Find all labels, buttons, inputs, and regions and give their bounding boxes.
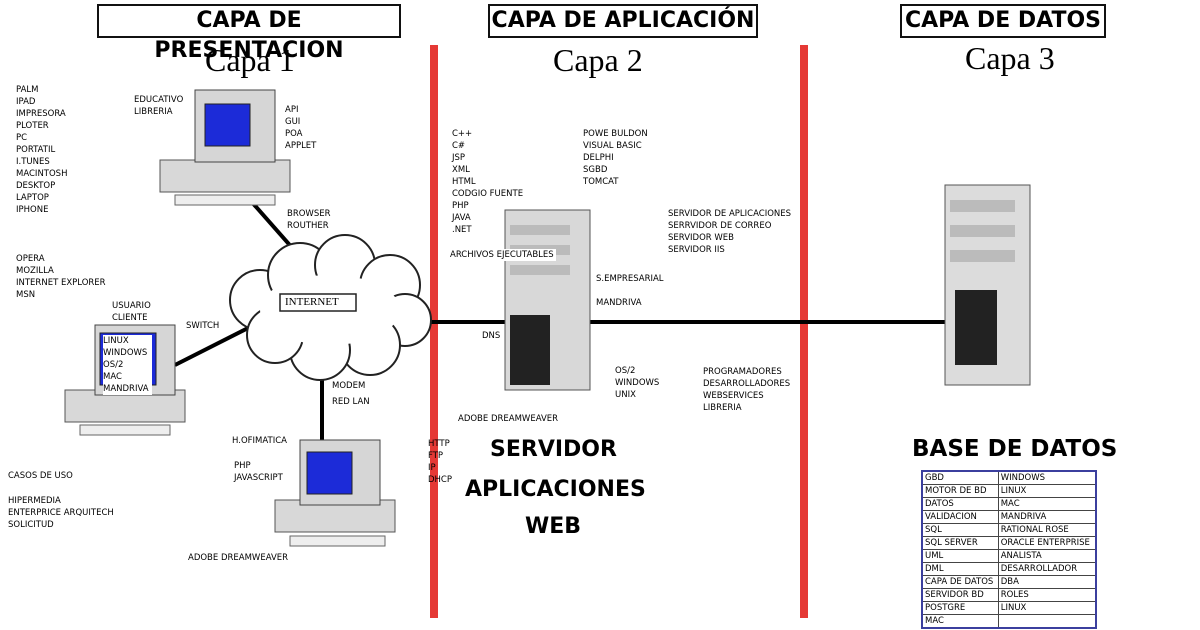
capa-2-label: Capa 2	[553, 42, 643, 78]
table-cell: POSTGRE	[921, 601, 999, 615]
casos-de-uso-label: CASOS DE USO	[8, 471, 73, 481]
table-cell: MANDRIVA	[997, 510, 1097, 524]
application-layer-header: CAPA DE APLICACIÓN	[488, 4, 758, 38]
aplicaciones-title: APLICACIONES	[465, 477, 646, 502]
server-mandriva-label: MANDRIVA	[596, 298, 642, 308]
table-cell: LINUX	[997, 484, 1097, 498]
table-cell: GBD	[921, 470, 999, 485]
table-cell: LINUX	[997, 601, 1097, 615]
empresarial-label: S.EMPRESARIAL	[596, 274, 664, 284]
application-server-icon	[504, 209, 591, 391]
ofimatica-label: H.OFIMATICA	[232, 436, 287, 446]
table-cell: MAC	[997, 497, 1097, 511]
table-cell	[997, 614, 1097, 629]
dns-label: DNS	[482, 331, 501, 341]
table-cell: ROLES	[997, 588, 1097, 602]
table-cell: MAC	[921, 614, 999, 629]
archivos-ejecutables-label: ARCHIVOS EJECUTABLES	[450, 249, 556, 261]
adobe-dreamweaver-client-label: ADOBE DREAMWEAVER	[188, 553, 289, 563]
table-cell: CAPA DE DATOS	[921, 575, 999, 589]
table-cell: ANALISTA	[997, 549, 1097, 563]
web-title: WEB	[525, 514, 582, 539]
table-cell: SQL SERVER	[921, 536, 999, 550]
table-cell: WINDOWS	[997, 470, 1097, 485]
switch-label: SWITCH	[186, 321, 220, 331]
base-de-datos-title: BASE DE DATOS	[912, 436, 1118, 462]
table-cell: SQL	[921, 523, 999, 537]
table-cell: RATIONAL ROSE	[997, 523, 1097, 537]
internet-label: INTERNET	[285, 296, 339, 308]
table-cell: ORACLE ENTERPRISE	[997, 536, 1097, 550]
adobe-dreamweaver-server-label: ADOBE DREAMWEAVER	[458, 414, 559, 424]
table-cell: UML	[921, 549, 999, 563]
table-cell: VALIDACION	[921, 510, 999, 524]
internet-label-box	[279, 293, 357, 312]
bottom-computer-icon	[274, 439, 396, 547]
table-cell: MOTOR DE BD	[921, 484, 999, 498]
presentation-layer-header: CAPA DE PRESENTACION	[97, 4, 401, 63]
table-cell: DBA	[997, 575, 1097, 589]
table-cell: DATOS	[921, 497, 999, 511]
table-cell: SERVIDOR BD	[921, 588, 999, 602]
servidor-title: SERVIDOR	[490, 437, 617, 462]
table-cell: DESARROLLADOR	[997, 562, 1097, 576]
capa-3-label: Capa 3	[965, 40, 1055, 76]
internet-cloud	[229, 234, 432, 381]
table-row: MAC	[921, 614, 1097, 629]
capa-1-label: Capa 1	[205, 42, 295, 78]
top-computer-icon	[159, 89, 291, 206]
table-cell: DML	[921, 562, 999, 576]
data-layer-header: CAPA DE DATOS	[900, 4, 1106, 38]
database-server-icon	[944, 184, 1031, 386]
